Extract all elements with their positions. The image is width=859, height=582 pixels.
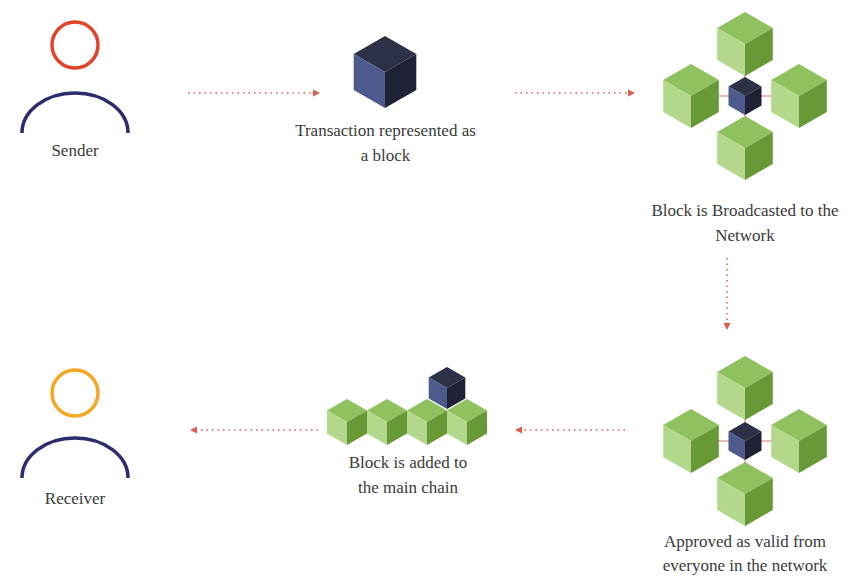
block-cube bbox=[354, 36, 417, 108]
cube-face bbox=[387, 411, 407, 446]
cube-face bbox=[429, 378, 447, 410]
icon-area bbox=[650, 10, 840, 198]
cube-face bbox=[347, 411, 367, 446]
cube-face bbox=[745, 478, 773, 526]
network-cube bbox=[771, 409, 827, 473]
diagram-node: Sender bbox=[20, 15, 130, 163]
network-cube bbox=[407, 399, 447, 445]
cube-face bbox=[771, 425, 799, 473]
diagram-node: Approved as valid from everyone in the n… bbox=[645, 355, 845, 578]
cube-face bbox=[745, 432, 762, 461]
cube-face bbox=[745, 28, 773, 76]
cube-face bbox=[447, 411, 467, 446]
cube-face bbox=[745, 132, 773, 180]
flow-arrow bbox=[515, 427, 625, 434]
flow-arrow bbox=[724, 258, 731, 330]
arrow-head bbox=[724, 323, 731, 330]
network-cube bbox=[771, 64, 827, 128]
network-cube bbox=[717, 356, 773, 420]
cube-face bbox=[385, 54, 416, 108]
cube-face bbox=[729, 87, 746, 116]
icon-area bbox=[338, 365, 478, 450]
person-body bbox=[22, 438, 128, 478]
icon-area bbox=[645, 355, 845, 530]
node-label: Block is added to the main chain bbox=[338, 450, 478, 500]
cube-face bbox=[354, 54, 385, 108]
network-cube bbox=[327, 399, 367, 445]
network-cube bbox=[717, 12, 773, 76]
icon-area bbox=[293, 30, 478, 118]
network-cube bbox=[717, 462, 773, 526]
cube-face bbox=[467, 411, 487, 446]
cube-face bbox=[717, 28, 745, 76]
block-cube bbox=[729, 77, 762, 115]
node-label: Sender bbox=[20, 138, 130, 163]
arrow-head bbox=[515, 427, 522, 434]
arrow-head bbox=[313, 90, 320, 97]
cube-face bbox=[745, 372, 773, 420]
cube-face bbox=[691, 425, 719, 473]
dotted-line bbox=[196, 429, 318, 431]
block-cube bbox=[429, 367, 466, 409]
arrow-head bbox=[190, 427, 197, 434]
cube-face bbox=[799, 425, 827, 473]
icon-area bbox=[20, 360, 130, 486]
cube-group bbox=[327, 12, 827, 526]
dotted-line bbox=[188, 92, 314, 94]
dotted-line bbox=[521, 429, 625, 431]
cube-face bbox=[447, 378, 465, 410]
dotted-line bbox=[515, 92, 629, 94]
cube-face bbox=[745, 87, 762, 116]
cube-face bbox=[799, 80, 827, 128]
node-label: Block is Broadcasted to the Network bbox=[650, 198, 840, 248]
diagram-node: Transaction represented as a block bbox=[293, 30, 478, 168]
node-label: Transaction represented as a block bbox=[293, 118, 478, 168]
cube-face bbox=[717, 478, 745, 526]
cube-face bbox=[407, 411, 427, 446]
diagram-node: Receiver bbox=[20, 360, 130, 511]
icon-area bbox=[20, 15, 130, 138]
network-cube bbox=[367, 399, 407, 445]
network-cube bbox=[663, 409, 719, 473]
person-body bbox=[22, 93, 128, 133]
cube-face bbox=[327, 411, 347, 446]
node-label: Receiver bbox=[20, 486, 130, 511]
person-head bbox=[52, 370, 98, 416]
cube-face bbox=[717, 372, 745, 420]
network-cube bbox=[447, 399, 487, 445]
cube-face bbox=[663, 425, 691, 473]
receiver-icon bbox=[22, 370, 128, 478]
diagram-node: Block is added to the main chain bbox=[338, 365, 478, 500]
cube-face bbox=[367, 411, 387, 446]
cube-face bbox=[427, 411, 447, 446]
cube-face bbox=[729, 432, 746, 461]
flow-arrow bbox=[190, 427, 318, 434]
cube-face bbox=[691, 80, 719, 128]
flow-arrow bbox=[515, 90, 635, 97]
network-cube bbox=[663, 64, 719, 128]
block-cube bbox=[729, 422, 762, 460]
network-cube bbox=[717, 116, 773, 180]
cube-face bbox=[717, 132, 745, 180]
dotted-line bbox=[726, 258, 728, 324]
flow-arrow bbox=[188, 90, 320, 97]
person-head bbox=[52, 22, 98, 68]
node-label: Approved as valid from everyone in the n… bbox=[645, 530, 845, 578]
cube-face bbox=[771, 80, 799, 128]
sender-icon bbox=[22, 22, 128, 133]
diagram-node: Block is Broadcasted to the Network bbox=[650, 10, 840, 248]
arrow-head bbox=[628, 90, 635, 97]
cube-face bbox=[663, 80, 691, 128]
